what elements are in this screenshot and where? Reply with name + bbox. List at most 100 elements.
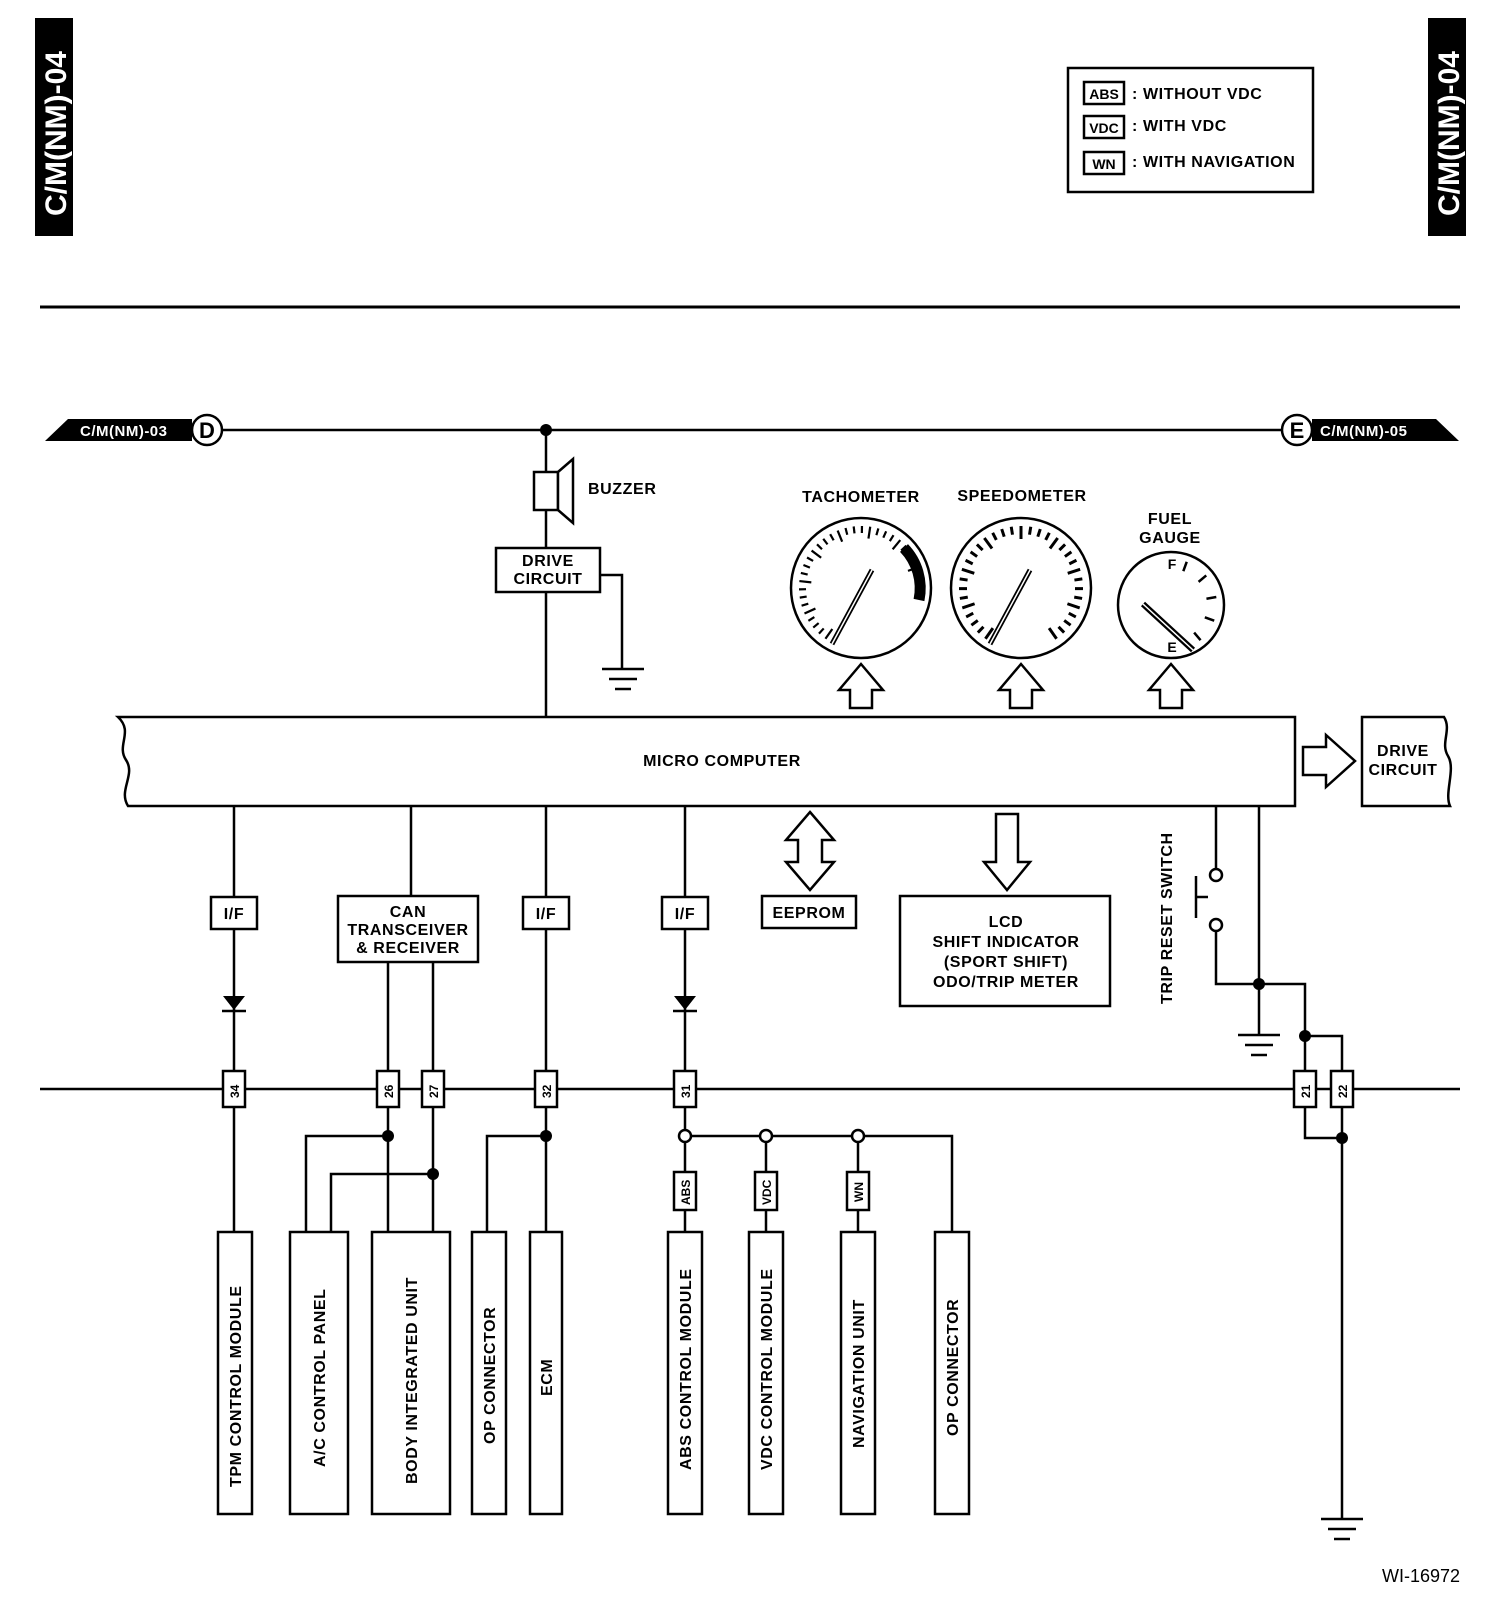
fuel-empty-mark: E	[1167, 639, 1176, 655]
dial-tick	[844, 527, 849, 536]
tachometer-label: TACHOMETER	[802, 489, 920, 506]
module-navigation-unit: NAVIGATION UNIT	[839, 1230, 877, 1516]
pin-34-label: 34	[228, 1084, 242, 1098]
can-line1: CAN	[390, 904, 426, 921]
side-drive-circuit: DRIVE CIRCUIT	[1360, 715, 1453, 808]
module-vdc-label: VDC CONTROL MODULE	[759, 1268, 776, 1470]
lcd-line3: (SPORT SHIFT)	[944, 954, 1068, 971]
dial-tick	[961, 567, 975, 575]
module-vdc-control: VDC CONTROL MODULE	[747, 1230, 785, 1516]
tachometer-dial	[789, 516, 933, 660]
diode-abs	[673, 996, 697, 1013]
dial-tick	[959, 577, 968, 582]
dial-tick	[867, 526, 872, 539]
buzzer-label: BUZZER	[588, 481, 656, 498]
page-tag-right: C/M(NM)-04	[1428, 18, 1466, 236]
lcd-line2: SHIFT INDICATOR	[932, 934, 1079, 951]
connector-left-letter: D	[199, 418, 215, 443]
pin-31-label: 31	[679, 1084, 693, 1098]
if-box-tpm: I/F	[209, 895, 259, 931]
page-tag-left-text: C/M(NM)-04	[40, 51, 73, 216]
pin-34: 34	[221, 1069, 247, 1109]
can-transceiver-box: CAN TRANSCEIVER & RECEIVER	[336, 894, 480, 964]
dial-tick	[970, 619, 979, 627]
connector-right-letter: E	[1290, 418, 1305, 443]
dial-tick	[816, 543, 823, 551]
arrow-to-side-drive	[1301, 732, 1357, 790]
legend-wn-text: : WITH NAVIGATION	[1132, 154, 1295, 171]
if-ecm-label: I/F	[536, 906, 556, 923]
dial-tick	[959, 595, 969, 600]
dial-tick	[888, 534, 895, 542]
pin-22: 22	[1329, 1069, 1355, 1109]
module-op1-label: OP CONNECTOR	[482, 1307, 499, 1444]
option-tag-vdc-label: VDC	[760, 1179, 774, 1205]
dial-tick	[961, 602, 976, 610]
eeprom-box: EEPROM	[760, 894, 858, 930]
dial-tick	[882, 530, 888, 539]
dial-tick	[1048, 537, 1059, 550]
module-ac-control-panel: A/C CONTROL PANEL	[288, 1230, 350, 1516]
dial-tick	[1057, 625, 1066, 634]
dial-tick	[991, 532, 998, 541]
module-abs-label: ABS CONTROL MODULE	[678, 1268, 695, 1470]
can-line2: TRANSCEIVER	[347, 922, 468, 939]
dial-tick	[984, 627, 995, 640]
diode-tpm	[222, 996, 246, 1013]
speedometer-dial	[949, 516, 1093, 660]
buzzer-drive-circuit: DRIVE CIRCUIT	[494, 546, 602, 594]
option-tag-wn-label: WN	[852, 1182, 866, 1202]
page-tag-right-text: C/M(NM)-04	[1433, 51, 1466, 216]
dial-tick	[799, 595, 807, 599]
connector-left: C/M(NM)-03 D	[45, 413, 224, 447]
ground-symbol-buzzer	[602, 667, 644, 691]
pin-26-label: 26	[382, 1084, 396, 1098]
module-op-connector-2: OP CONNECTOR	[933, 1230, 971, 1516]
module-ecm: ECM	[528, 1230, 564, 1516]
arrow-to-tachometer	[836, 662, 886, 710]
dial-tick	[1074, 577, 1083, 582]
arrow-to-speedometer	[996, 662, 1046, 710]
if-box-ecm: I/F	[521, 895, 571, 931]
dial-tick	[875, 528, 880, 536]
module-op-connector-1: OP CONNECTOR	[470, 1230, 508, 1516]
lcd-line4: ODO/TRIP METER	[933, 974, 1079, 991]
connector-left-label: C/M(NM)-03	[80, 423, 168, 440]
dial-tick	[812, 622, 820, 629]
dial-tick	[969, 550, 978, 558]
dial-tick	[822, 538, 829, 546]
dial-tick	[976, 625, 985, 634]
dial-tick	[824, 628, 834, 640]
dial-tick	[810, 549, 822, 559]
legend-abs-tag: ABS	[1089, 86, 1119, 102]
dial-tick	[799, 579, 812, 584]
micro-computer-block: MICRO COMPUTER	[114, 715, 1297, 808]
dial-tick	[1068, 611, 1077, 619]
buzzer-drive-line1: DRIVE	[522, 553, 574, 570]
module-tpm-control: TPM CONTROL MODULE	[216, 1230, 254, 1516]
option-tag-abs-label: ABS	[679, 1180, 693, 1205]
if-abs-label: I/F	[675, 906, 695, 923]
legend-abs-text: : WITHOUT VDC	[1132, 86, 1262, 103]
pin-26: 26	[375, 1069, 401, 1109]
pin-31: 31	[672, 1069, 698, 1109]
dial-tick	[1036, 528, 1042, 538]
pin-22-label: 22	[1336, 1084, 1350, 1098]
dial-tick	[1028, 526, 1033, 535]
ground-symbol-main	[1321, 1517, 1363, 1541]
legend-vdc-tag: VDC	[1089, 120, 1119, 136]
dial-tick	[1000, 528, 1006, 538]
legend-vdc-text: : WITH VDC	[1132, 118, 1227, 135]
dial-tick	[1066, 602, 1081, 610]
fuel-gauge-label-2: GAUGE	[1139, 530, 1201, 547]
option-tag-abs: ABS	[672, 1170, 698, 1212]
dial-tick	[1206, 595, 1217, 600]
module-op2-label: OP CONNECTOR	[945, 1299, 962, 1436]
pin-21-label: 21	[1299, 1084, 1313, 1098]
module-ac-label: A/C CONTROL PANEL	[312, 1289, 329, 1468]
module-abs-control: ABS CONTROL MODULE	[666, 1230, 704, 1516]
dial-tick	[806, 556, 814, 562]
dial-tick	[965, 611, 974, 619]
dial-tick	[836, 530, 844, 543]
